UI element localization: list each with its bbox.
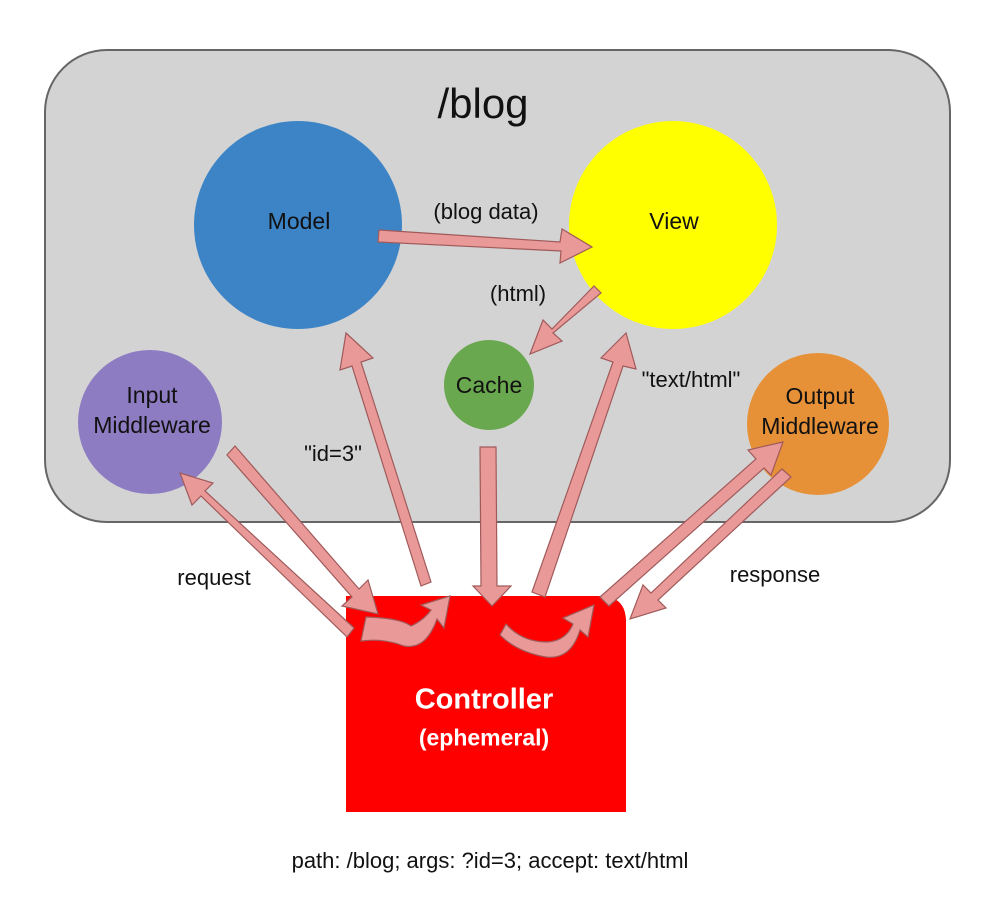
input-middleware-label: Input Middleware bbox=[93, 380, 211, 440]
view-label: View bbox=[649, 208, 699, 234]
output-middleware-label: Output Middleware bbox=[761, 381, 879, 441]
controller-turn-arrow-left bbox=[360, 595, 451, 648]
arrows bbox=[179, 228, 792, 658]
arrow-controller-to-model bbox=[339, 331, 432, 587]
label-response: response bbox=[729, 562, 821, 587]
label-id: "id=3" bbox=[304, 441, 362, 466]
diagram-caption: path: /blog; args: ?id=3; accept: text/h… bbox=[291, 848, 689, 873]
input-middleware-line1: Input bbox=[126, 382, 178, 408]
arrow-controller-to-view bbox=[531, 331, 637, 598]
input-middleware-line2: Middleware bbox=[93, 412, 211, 438]
output-middleware-node bbox=[747, 353, 889, 495]
label-text-html: "text/html" bbox=[641, 367, 741, 392]
arrow-controller-to-input bbox=[179, 472, 355, 638]
label-html: (html) bbox=[489, 281, 547, 306]
output-middleware-line2: Middleware bbox=[761, 413, 879, 439]
output-middleware-line1: Output bbox=[785, 383, 855, 409]
arrow-controller-to-output bbox=[599, 441, 784, 607]
cache-label: Cache bbox=[455, 372, 523, 398]
controller-turn-arrow-right bbox=[499, 604, 595, 658]
view-node bbox=[569, 121, 777, 329]
model-label: Model bbox=[267, 208, 331, 234]
arrow-output-to-controller bbox=[629, 468, 792, 620]
label-blog-data: (blog data) bbox=[433, 199, 539, 224]
controller-subtitle: (ephemeral) bbox=[418, 724, 550, 751]
arrow-model-to-view bbox=[377, 228, 594, 265]
container-title: /blog bbox=[437, 80, 529, 127]
arrow-cache-to-controller bbox=[471, 446, 513, 607]
model-node bbox=[194, 121, 402, 329]
cache-node bbox=[444, 340, 534, 430]
input-middleware-node bbox=[78, 350, 222, 494]
arrow-input-to-controller bbox=[226, 445, 379, 615]
arrow-view-to-cache bbox=[528, 285, 602, 356]
label-request: request bbox=[177, 565, 251, 590]
controller-title: Controller bbox=[414, 683, 554, 716]
